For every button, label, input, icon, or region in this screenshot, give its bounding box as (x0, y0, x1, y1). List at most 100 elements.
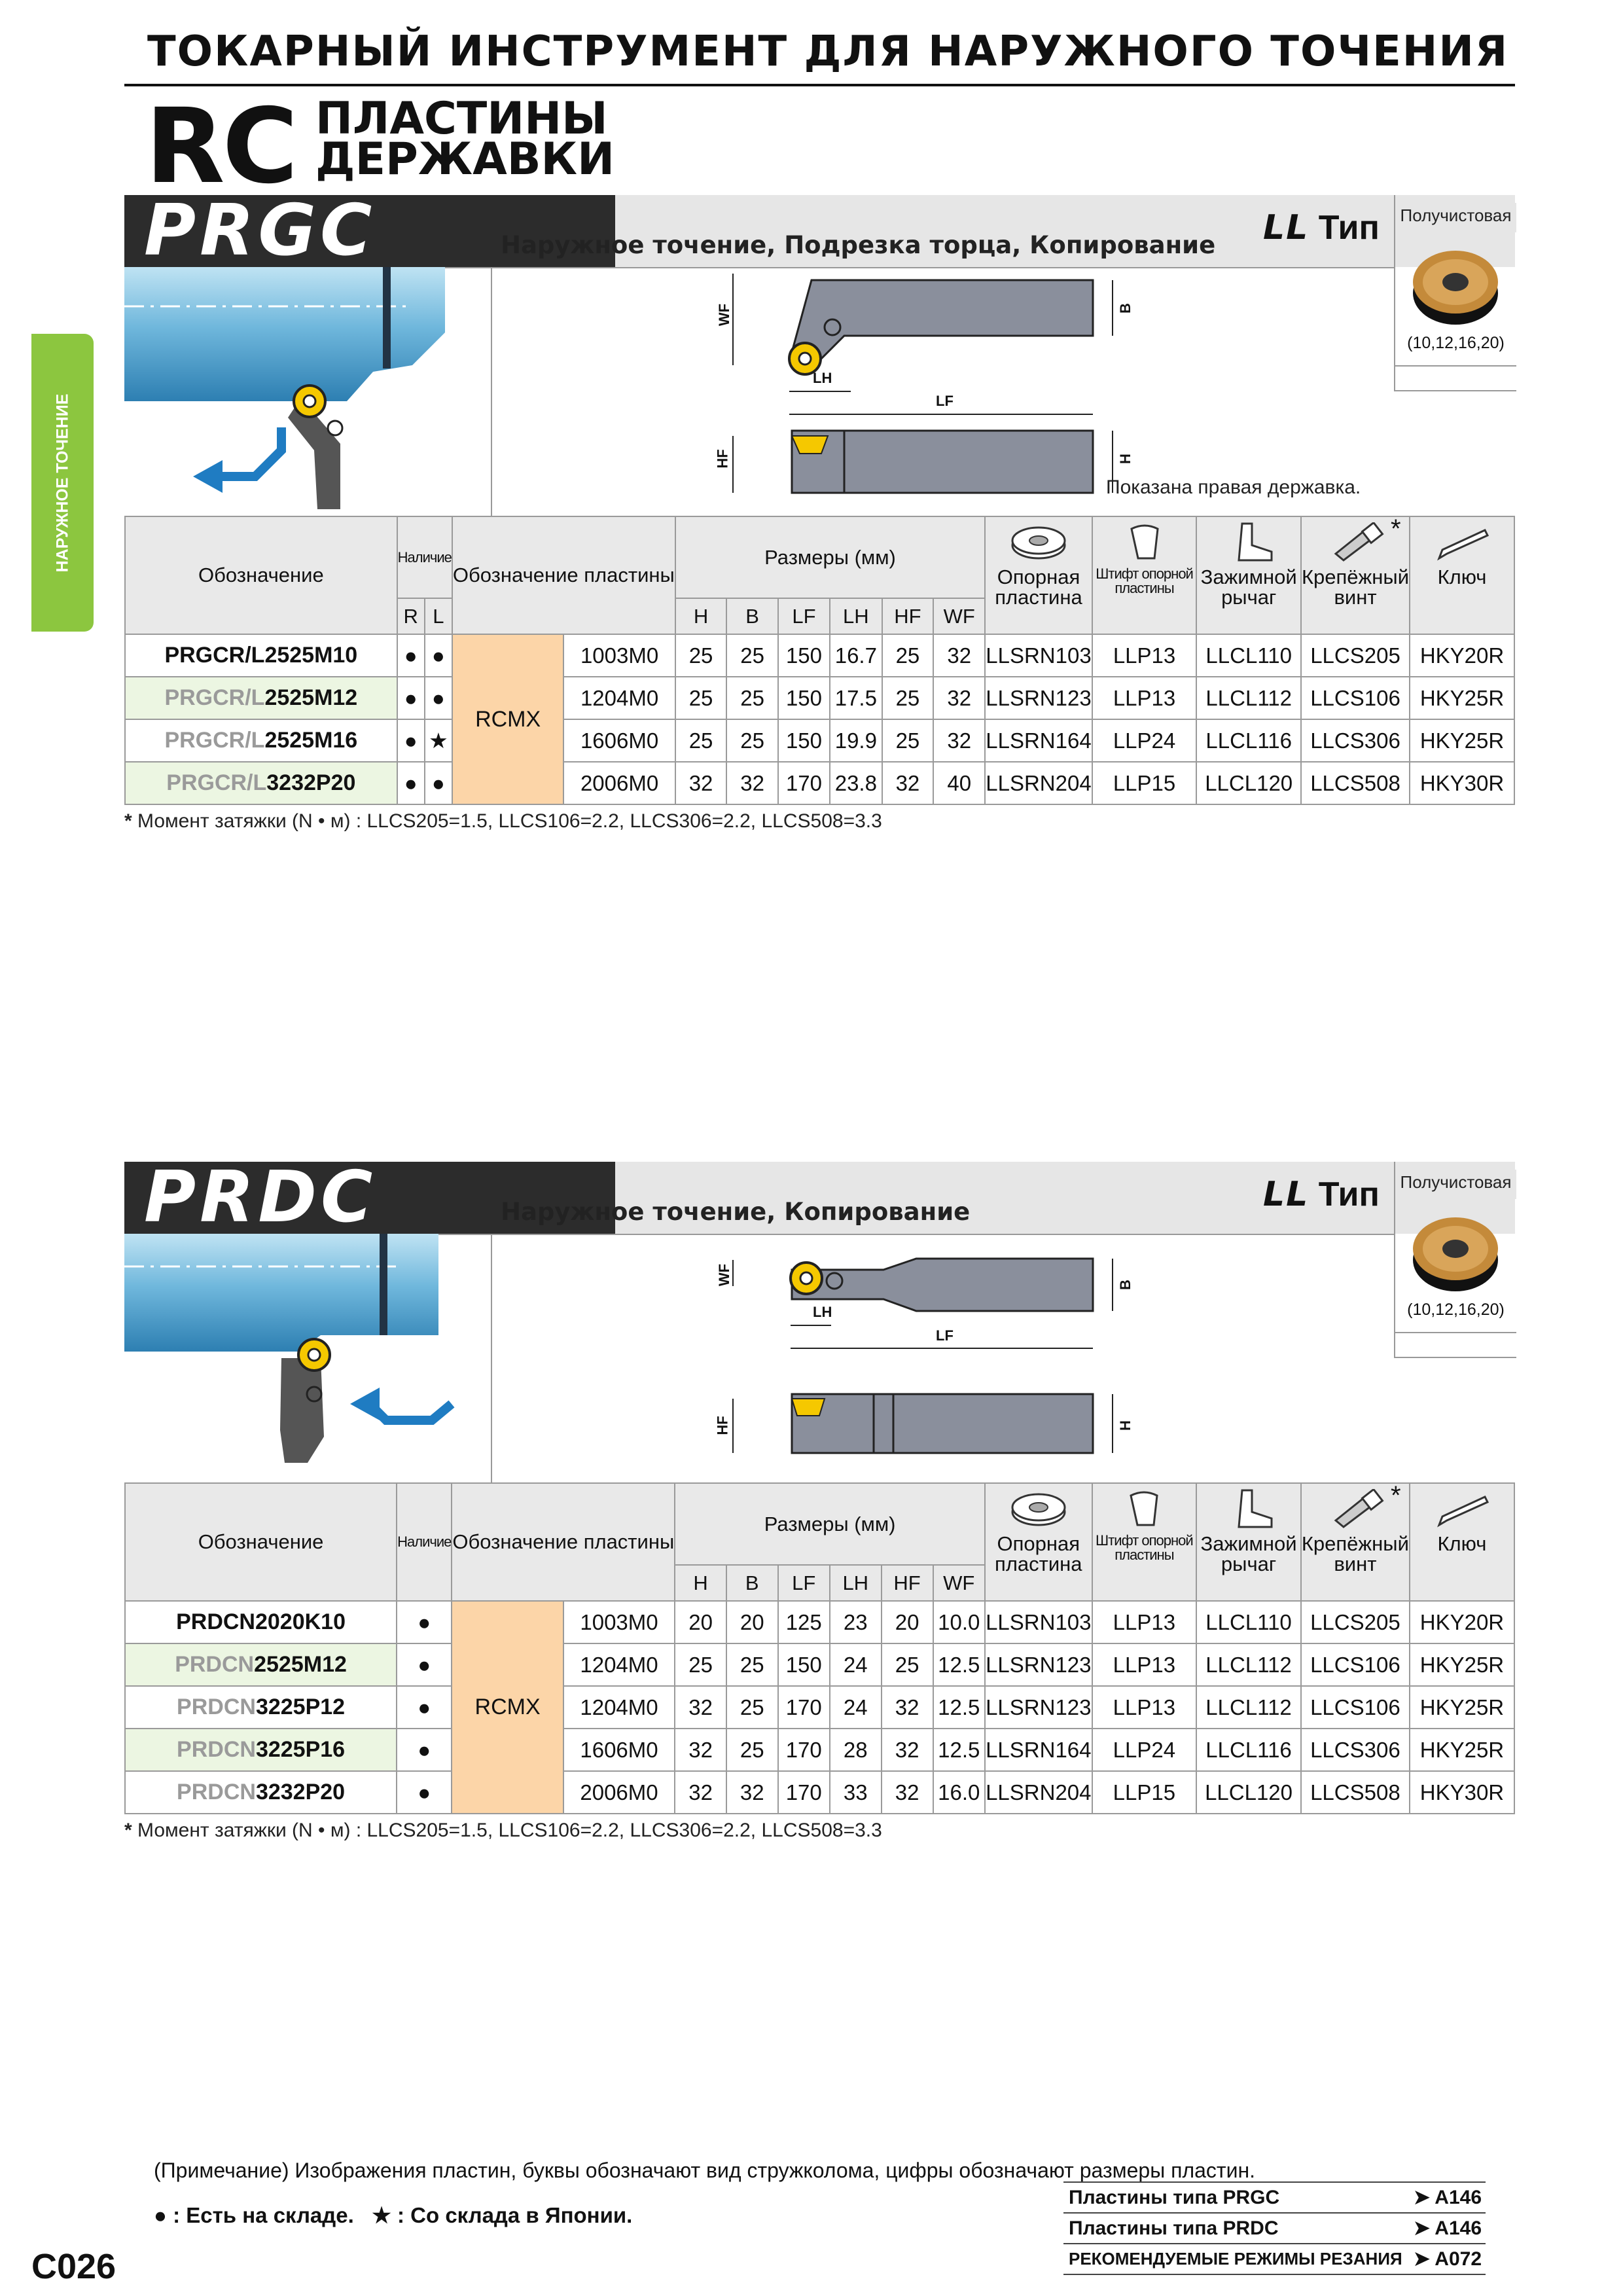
designation-cell: PRDCN2525M12 (124, 1643, 398, 1687)
col-key: Ключ (1409, 516, 1515, 635)
stock-legend: ● : Есть на складе. ★ : Со склада в Япон… (154, 2203, 633, 2227)
stock-l: ● (423, 634, 453, 677)
col-b: B (726, 598, 779, 635)
ref-link[interactable]: Пластины типа PRDC➤ A146 (1063, 2214, 1486, 2244)
insert-code: 1003M0 (562, 1600, 676, 1644)
stock-n: ● (396, 1643, 453, 1687)
semi-finishing-label: Получистовая (1395, 203, 1516, 232)
semi-sizes: (10,12,16,20) (1407, 1300, 1505, 1319)
dim-b: B (1116, 303, 1133, 314)
col-availability: Наличие (396, 516, 453, 599)
insert-code: 2006M0 (562, 1770, 676, 1814)
illustration-area (124, 1234, 1394, 1489)
clamp-lever-icon (1238, 1489, 1273, 1528)
stock-r: ● (396, 761, 425, 805)
page-references: Пластины типа PRGC➤ A146 Пластины типа P… (1063, 2181, 1486, 2275)
dim-lh: LH (813, 370, 832, 386)
key-icon (1437, 1496, 1489, 1528)
shim-icon (1011, 526, 1066, 560)
stock-n: ● (396, 1770, 453, 1814)
arrow-icon: ➤ A146 (1413, 2217, 1482, 2239)
insert-code: 1204M0 (563, 676, 676, 720)
col-hf: HF (881, 598, 935, 635)
designation-cell: PRDCN3232P20 (124, 1770, 398, 1814)
stock-l: ● (423, 676, 453, 720)
screw-star-icon: * (1391, 514, 1401, 543)
semi-finishing-box: Получистовая (10,12,16,20) (1394, 195, 1516, 391)
semi-finishing-box: Получистовая (10,12,16,20) (1394, 1162, 1516, 1358)
stock-r: ● (396, 719, 425, 762)
rc-subtitle-2: ДЕРЖАВКИ (315, 134, 615, 185)
col-dimensions: Размеры (мм) (674, 516, 986, 599)
section-prdc: PRDC Наружное точение, Копирование LL Ти… (124, 1162, 1516, 1856)
col-designation: Обозначение (124, 1482, 398, 1602)
col-wf: WF (933, 598, 986, 635)
type-label: LL Тип (1263, 208, 1380, 247)
stock-n: ● (396, 1600, 453, 1644)
insert-code: 1003M0 (563, 634, 676, 677)
dim-lf: LF (936, 1327, 954, 1344)
col-dimensions: Размеры (мм) (674, 1482, 986, 1566)
title-rule (124, 84, 1515, 86)
series-bar (124, 1162, 491, 1234)
insert-type-cell: RCMX (451, 1600, 564, 1814)
side-tab[interactable]: НАРУЖНОЕ ТОЧЕНИЕ (31, 334, 94, 632)
ref-link[interactable]: Пластины типа PRGC➤ A146 (1063, 2183, 1486, 2214)
stock-n: ● (396, 1728, 453, 1772)
ref-link[interactable]: РЕКОМЕНДУЕМЫЕ РЕЖИМЫ РЕЗАНИЯ➤ A072 (1063, 2244, 1486, 2275)
col-b: B (725, 1564, 779, 1602)
page-title: ТОКАРНЫЙ ИНСТРУМЕНТ ДЛЯ НАРУЖНОГО ТОЧЕНИ… (147, 27, 1509, 76)
application-text: Наружное точение, Подрезка торца, Копиро… (501, 231, 1216, 259)
screw-icon (1334, 1488, 1384, 1528)
spec-table: Обозначение Наличие Обозначение пластины… (124, 516, 1515, 805)
application-illustration (124, 267, 445, 509)
dimension-diagram (732, 1257, 1113, 1454)
section-prgc: PRGC Наружное точение, Подрезка торца, К… (124, 195, 1516, 850)
dim-wf: WF (716, 1263, 733, 1287)
col-lh: LH (829, 598, 883, 635)
application-text: Наружное точение, Копирование (501, 1198, 971, 1226)
spec-table: Обозначение Наличие Обозначение пластины… (124, 1482, 1516, 1814)
illustration-area (124, 267, 1394, 516)
side-tab-label: НАРУЖНОЕ ТОЧЕНИЕ (53, 393, 71, 572)
semi-finishing-label: Получистовая (1395, 1170, 1516, 1199)
designation-cell: PRDCN2020K10 (124, 1600, 398, 1644)
insert-image-icon (1413, 1217, 1498, 1291)
col-h: H (674, 1564, 727, 1602)
col-key: Ключ (1408, 1482, 1516, 1602)
designation-cell: PRGCR/L2525M10 (124, 634, 398, 677)
col-wf: WF (932, 1564, 986, 1602)
dim-hf: HF (714, 1416, 731, 1435)
stock-n: ● (396, 1685, 453, 1729)
arrow-icon: ➤ A146 (1413, 2187, 1482, 2208)
rc-subtitle-1: ПЛАСТИНЫ (315, 93, 608, 145)
dimension-diagram (732, 274, 1113, 494)
shim-pin-icon (1130, 524, 1159, 560)
col-availability: Наличие (396, 1482, 453, 1602)
stock-r: ● (396, 676, 425, 720)
designation-cell: PRGCR/L3232P20 (124, 761, 398, 805)
stock-l: ★ (423, 719, 453, 762)
right-holder-note: Показана правая державка. (1106, 476, 1361, 498)
insert-type-cell: RCMX (451, 634, 565, 805)
semi-sizes: (10,12,16,20) (1407, 334, 1505, 352)
col-r: R (396, 598, 425, 635)
dim-h: H (1116, 1420, 1133, 1431)
col-lf: LF (777, 598, 831, 635)
insert-code: 2006M0 (563, 761, 676, 805)
designation-cell: PRGCR/L2525M16 (124, 719, 398, 762)
col-h: H (674, 598, 728, 635)
